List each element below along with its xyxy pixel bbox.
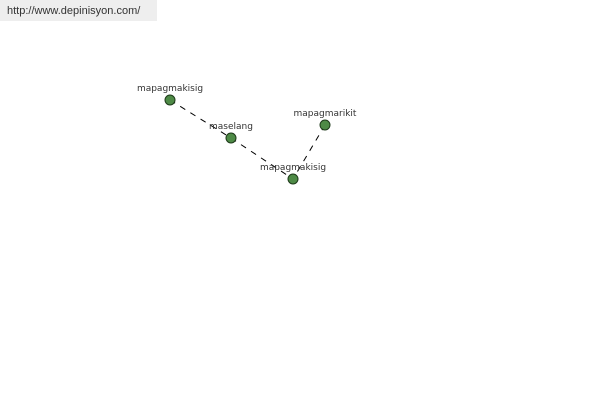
node-n1: [164, 94, 176, 106]
node-n4: [319, 119, 331, 131]
edge-n2-n3: [230, 137, 294, 180]
node-label: mapagmakisig: [260, 163, 326, 173]
node-label: maselang: [209, 122, 253, 132]
node-n3: [287, 173, 299, 185]
edge-n1-n2: [169, 99, 232, 139]
node-label: mapagmakisig: [137, 84, 203, 94]
node-label: mapagmarikit: [294, 109, 357, 119]
node-n2: [225, 132, 237, 144]
source-url-label: http://www.depinisyon.com/: [0, 0, 157, 21]
edge-n4-n3: [292, 124, 326, 180]
